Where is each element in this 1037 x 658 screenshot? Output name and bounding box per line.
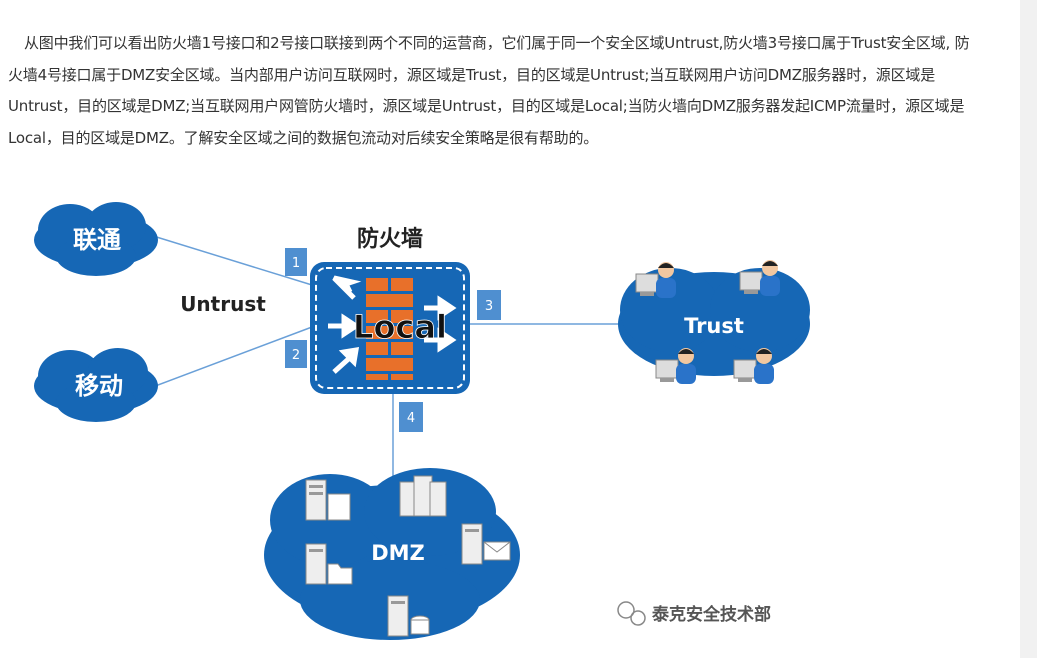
port-3-label: 3 [485, 299, 493, 314]
port-2-label: 2 [292, 348, 300, 363]
watermark-text: 泰克安全技术部 [652, 604, 771, 625]
isp1-label: 联通 [73, 226, 121, 254]
isp2-cloud: 移动 [34, 348, 158, 422]
firewall-title: 防火墙 [357, 227, 423, 252]
article-paragraph: 从图中我们可以看出防火墙1号接口和2号接口联接到两个不同的运营商，它们属于同一个… [8, 28, 978, 154]
isp2-label: 移动 [75, 372, 123, 400]
wechat-watermark: 泰克安全技术部 [618, 602, 771, 625]
security-zone-diagram: 联通 移动 Untrust 1 2 3 4 防火墙 [0, 190, 1020, 658]
port-4-label: 4 [407, 411, 415, 426]
vertical-scrollbar[interactable] [1020, 0, 1037, 658]
local-label: Local [353, 308, 447, 346]
trust-label: Trust [684, 314, 744, 338]
port-1-label: 1 [292, 256, 300, 271]
untrust-label: Untrust [180, 292, 266, 316]
firewall-icon: Local [310, 262, 470, 394]
dmz-label: DMZ [371, 541, 425, 565]
server-rack-icon [400, 476, 446, 516]
isp1-cloud: 联通 [34, 202, 158, 276]
